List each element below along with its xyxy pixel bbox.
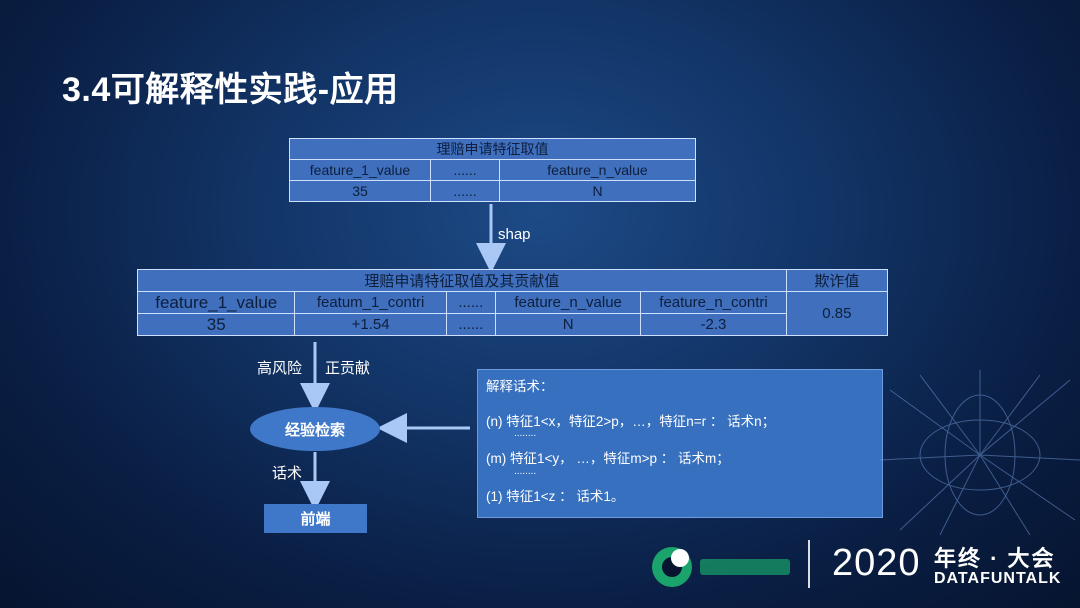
table2-col: feature_n_contri bbox=[640, 291, 787, 314]
fraud-value: 0.85 bbox=[785, 291, 889, 336]
table2-cell: +1.54 bbox=[294, 313, 447, 336]
script-line: (m) 特征1<y， …，特征m>p ： 话术m； bbox=[486, 451, 730, 466]
experience-search-node: 经验检索 bbox=[250, 407, 380, 451]
table2-col: featum_1_contri bbox=[294, 291, 447, 314]
script-label: 话术 bbox=[272, 465, 303, 482]
footer-year: 2020 bbox=[832, 542, 921, 584]
slide-title: 3.4可解释性实践-应用 bbox=[62, 71, 399, 109]
table1-cell: ...... bbox=[430, 180, 500, 202]
feature-value-table: 理赔申请特征取值 feature_1_value ...... feature_… bbox=[289, 138, 696, 202]
table1-header: 理赔申请特征取值 bbox=[289, 138, 696, 160]
table2-cell: N bbox=[494, 313, 642, 336]
table2-header: 理赔申请特征取值及其贡献值 bbox=[137, 269, 787, 292]
brand-logo-icon bbox=[652, 547, 790, 587]
frontend-node: 前端 bbox=[264, 504, 367, 533]
decorative-burst bbox=[880, 370, 1080, 536]
table2-col: feature_1_value bbox=[136, 291, 296, 314]
footer-brand: DATAFUNTALK bbox=[934, 570, 1062, 587]
script-title: 解释话术： bbox=[486, 379, 554, 394]
footer-divider bbox=[808, 540, 810, 588]
script-line: (n) 特征1<x，特征2>p，…，特征n=r ： 话术n； bbox=[486, 414, 776, 429]
table2-cell: 35 bbox=[136, 313, 296, 336]
script-line: ........ bbox=[514, 466, 537, 477]
table1-cell: N bbox=[499, 180, 696, 202]
table2-cell: -2.3 bbox=[640, 313, 787, 336]
fraud-header: 欺诈值 bbox=[785, 269, 889, 292]
positive-contribution-label: 正贡献 bbox=[325, 360, 371, 377]
table2-col: ...... bbox=[445, 291, 496, 314]
table1-col: feature_n_value bbox=[499, 159, 696, 181]
shap-label: shap bbox=[498, 226, 531, 243]
table1-cell: 35 bbox=[289, 180, 431, 202]
script-line: (1) 特征1<z ： 话术1。 bbox=[486, 489, 625, 504]
table2-cell: ...... bbox=[445, 313, 496, 336]
script-line: ........ bbox=[514, 428, 537, 439]
high-risk-label: 高风险 bbox=[257, 360, 303, 377]
footer-event-name: 年终 · 大会 bbox=[934, 546, 1056, 571]
table2-col: feature_n_value bbox=[494, 291, 642, 314]
explanation-script-box: 解释话术： (n) 特征1<x，特征2>p，…，特征n=r ： 话术n； ...… bbox=[477, 369, 883, 518]
feature-contribution-table: 理赔申请特征取值及其贡献值 欺诈值 feature_1_value featum… bbox=[136, 269, 889, 336]
